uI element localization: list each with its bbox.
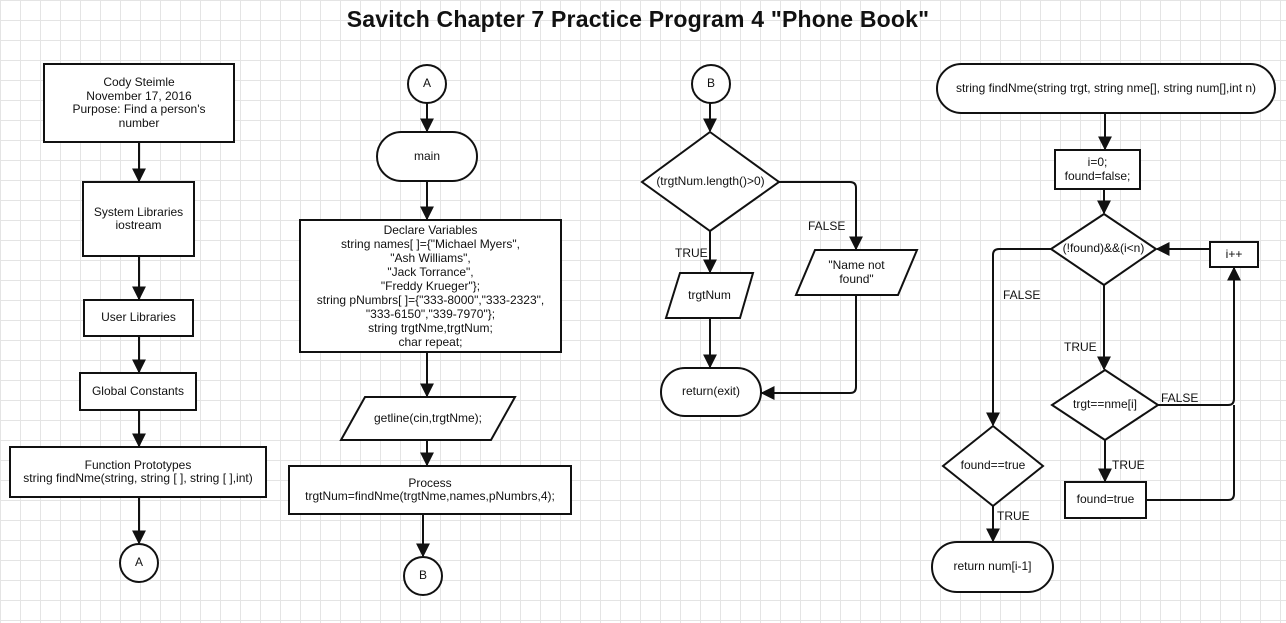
compare-decision-text: trgt==nme[i] bbox=[1072, 397, 1138, 412]
loop-decision-text: (!found)&&(i<n) bbox=[1062, 241, 1145, 256]
init-box bbox=[1054, 149, 1141, 190]
connector-b-out-label: B bbox=[418, 568, 427, 583]
compare-true-label: TRUE bbox=[1112, 458, 1145, 472]
found-decision-text: found==true bbox=[960, 458, 1026, 473]
compare-false-label: FALSE bbox=[1161, 391, 1199, 405]
getline-input-parallelogram bbox=[339, 396, 517, 441]
output-not-found-text: "Name not found" bbox=[828, 258, 885, 286]
connector-b-in-label: B bbox=[706, 76, 715, 91]
arrow-loop-false bbox=[986, 248, 1051, 427]
return-num-text: return num[i-1] bbox=[953, 559, 1032, 574]
arrow bbox=[760, 295, 857, 400]
process-text: Process trgtNum=findNme(trgtNme,names,pN… bbox=[305, 475, 555, 503]
user-libraries-box bbox=[83, 299, 194, 337]
length-decision-text: (trgtNum.length()>0) bbox=[656, 174, 765, 189]
output-trgtnum-text: trgtNum bbox=[688, 287, 731, 302]
found-true-label: TRUE bbox=[997, 509, 1030, 523]
arrow-compare-false bbox=[1158, 266, 1241, 406]
function-start-text: string findNme(string trgt, string nme[]… bbox=[955, 80, 1257, 95]
system-libraries-text: System Libraries iostream bbox=[93, 204, 184, 232]
user-libraries-text: User Libraries bbox=[101, 310, 176, 325]
global-constants-text: Global Constants bbox=[91, 383, 185, 398]
connector-a-in-label: A bbox=[422, 76, 431, 91]
set-found-box bbox=[1064, 481, 1147, 519]
getline-text: getline(cin,trgtNme); bbox=[373, 410, 483, 425]
false-edge-label: FALSE bbox=[808, 219, 846, 233]
declare-variables-text: Declare Variables string names[ ]={"Mich… bbox=[316, 222, 545, 350]
increment-text: i++ bbox=[1225, 246, 1243, 261]
init-text: i=0; found=false; bbox=[1064, 155, 1131, 183]
arrow-false bbox=[779, 181, 863, 251]
loop-true-label: TRUE bbox=[1064, 340, 1097, 354]
arrow bbox=[1146, 405, 1235, 501]
set-found-text: found=true bbox=[1076, 492, 1135, 507]
output-trgtnum-parallelogram bbox=[664, 272, 755, 319]
main-label: main bbox=[413, 148, 440, 163]
function-prototypes-text: Function Prototypes string findNme(strin… bbox=[23, 457, 253, 485]
header-text: Cody Steimle November 17, 2016 Purpose: … bbox=[72, 75, 206, 130]
header-box bbox=[43, 63, 235, 143]
return-exit-text: return(exit) bbox=[681, 384, 740, 399]
true-edge-label: TRUE bbox=[675, 246, 708, 260]
loop-false-label: FALSE bbox=[1003, 288, 1041, 302]
declare-variables-box bbox=[299, 219, 562, 353]
increment-box bbox=[1209, 241, 1259, 268]
connector-a-out-label: A bbox=[134, 555, 143, 570]
diagram-title: Savitch Chapter 7 Practice Program 4 "Ph… bbox=[346, 6, 930, 32]
output-not-found-parallelogram bbox=[794, 249, 919, 296]
